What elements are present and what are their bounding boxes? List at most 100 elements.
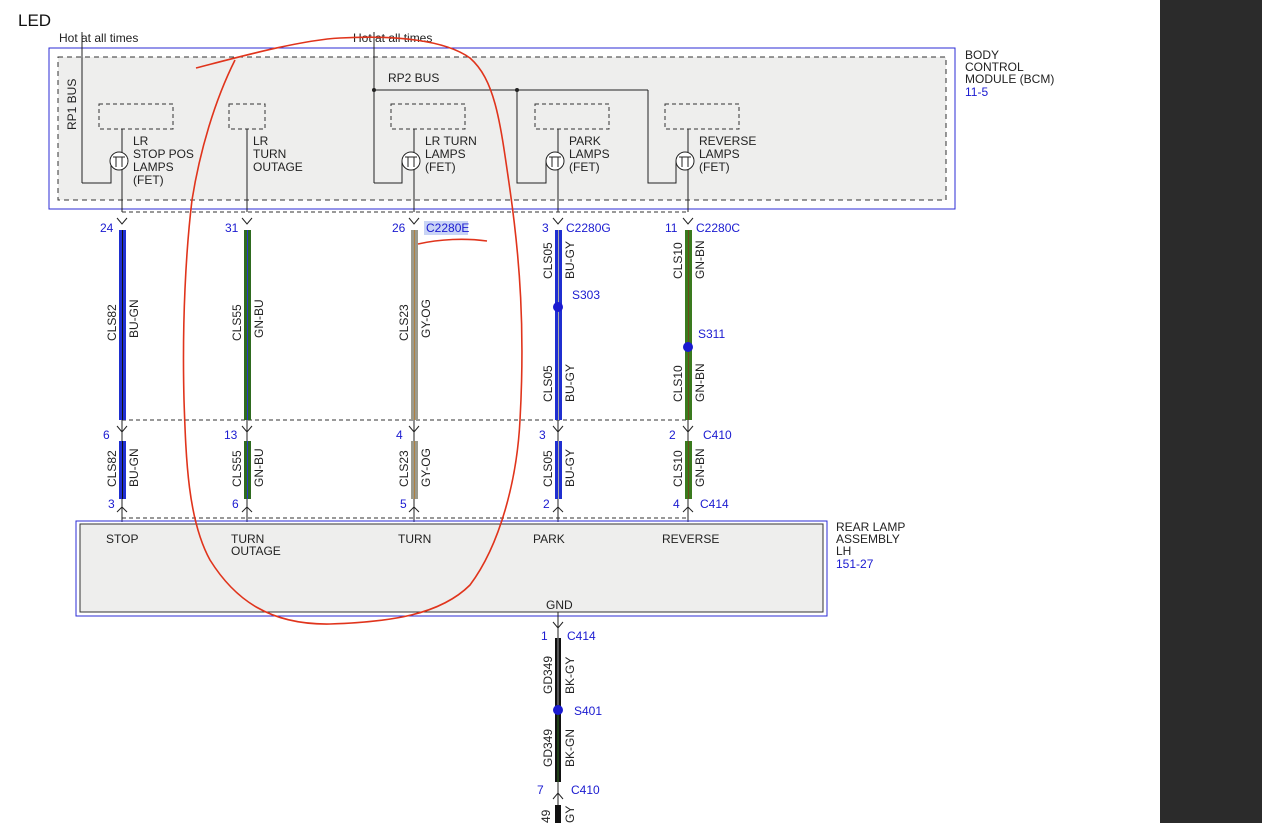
connector-c2280c: C2280C <box>696 221 740 235</box>
pin-top-turn: 26 <box>392 221 406 235</box>
rear-lamp-ref: 151-27 <box>836 557 874 571</box>
connector-highlight <box>424 221 468 235</box>
color-label-stop-lower: BU-GN <box>127 448 141 487</box>
ground-circuit-upper: GD349 <box>541 656 555 694</box>
ground-color-upper: BK-GY <box>563 657 577 694</box>
color-label-stop: BU-GN <box>127 299 141 338</box>
switch-label-turn: LR TURN LAMPS (FET) <box>425 134 480 174</box>
load-label-stop: STOP <box>106 532 138 546</box>
rp2-bus-label: RP2 BUS <box>388 71 439 85</box>
wire-reverse <box>685 230 692 499</box>
circuit-label-turn-lower: CLS23 <box>397 450 411 487</box>
switch-label-outage: LR TURN OUTAGE <box>253 134 303 174</box>
pin-mid-turn: 4 <box>396 428 403 442</box>
load-label-reverse: REVERSE <box>662 532 719 546</box>
connector-c2280g: C2280G <box>566 221 611 235</box>
splice-s303 <box>553 302 563 312</box>
bcm-ref: 11-5 <box>965 85 988 99</box>
annotation-circle <box>182 36 523 625</box>
splice-label-s303: S303 <box>572 288 600 302</box>
bcm-outer-border <box>48 47 956 210</box>
ground-connector-1: C414 <box>567 629 596 643</box>
ground-color-cut: GY <box>563 806 577 823</box>
diagram-title: LED <box>18 11 51 30</box>
color-label-outage-lower: GN-BU <box>252 448 266 487</box>
pin-mid-outage: 13 <box>224 428 238 442</box>
rear-lamp-name: REAR LAMP ASSEMBLY LH <box>836 520 908 558</box>
fet-icon-stop <box>109 151 129 171</box>
color-label-park-lower: BU-GY <box>563 364 577 402</box>
splice-s311 <box>683 342 693 352</box>
pin-top-stop: 24 <box>100 221 114 235</box>
ground-splice-label: S401 <box>574 704 602 718</box>
ground-connector-2: C410 <box>571 783 600 797</box>
ground-pin-1: 1 <box>541 629 548 643</box>
splice-s401 <box>553 705 563 715</box>
color-label-park-bottom: BU-GY <box>563 449 577 487</box>
pin-bot-turn: 5 <box>400 497 407 511</box>
gnd-label: GND <box>546 598 573 612</box>
switch-box-stop <box>98 103 174 130</box>
load-label-turn-outage: TURN OUTAGE <box>231 532 281 558</box>
wire-turn <box>411 230 418 499</box>
circuit-label-reverse-bottom: CLS10 <box>671 450 685 487</box>
switch-box-reverse <box>664 103 740 130</box>
splice-label-s311: S311 <box>698 327 725 341</box>
color-label-reverse-bottom: GN-BN <box>693 448 707 487</box>
connector-c2280e: C2280E <box>426 221 469 235</box>
load-label-turn: TURN <box>398 532 431 546</box>
ground-pin-2: 7 <box>537 783 544 797</box>
ground-circuit-lower: GD349 <box>541 729 555 767</box>
circuit-label-park-lower: CLS05 <box>541 365 555 402</box>
ground-wire <box>552 612 564 823</box>
bcm-inner-box <box>57 56 947 201</box>
fet-icon-park <box>545 151 565 171</box>
color-label-reverse-upper: GN-BN <box>693 240 707 279</box>
color-label-park-upper: BU-GY <box>563 241 577 279</box>
rp2-node-1 <box>372 88 376 92</box>
diagram-sheet: LED Hot at all times Hot at all times BO… <box>0 0 1160 823</box>
rear-lamp-outer-border <box>75 520 828 617</box>
pin-bot-park: 2 <box>543 497 550 511</box>
rp2-feed-turn <box>374 161 403 184</box>
annotation-underline <box>417 238 488 245</box>
circuit-label-reverse-upper: CLS10 <box>671 242 685 279</box>
pin-mid-stop: 6 <box>103 428 110 442</box>
switch-box-park <box>534 103 610 130</box>
pin-mid-park: 3 <box>539 428 546 442</box>
rp2-feed-reverse <box>647 90 677 184</box>
pin-mid-reverse: 2 <box>669 428 676 442</box>
circuit-label-outage: CLS55 <box>230 304 244 341</box>
circuit-label-turn: CLS23 <box>397 304 411 341</box>
switch-label-park: PARK LAMPS (FET) <box>569 134 613 174</box>
wire-stop <box>119 230 126 499</box>
pin-bot-outage: 6 <box>232 497 239 511</box>
pin-bot-stop: 3 <box>108 497 115 511</box>
pin-bot-reverse: 4 <box>673 497 680 511</box>
switch-label-stop: LR STOP POS LAMPS (FET) <box>133 134 197 187</box>
fet-icon-reverse <box>675 151 695 171</box>
color-label-outage: GN-BU <box>252 299 266 338</box>
connector-c414: C414 <box>700 497 729 511</box>
rp1-bus-label: RP1 BUS <box>65 79 79 130</box>
circuit-label-outage-lower: CLS55 <box>230 450 244 487</box>
pin-top-outage: 31 <box>225 221 239 235</box>
wire-turn-outage <box>244 230 251 499</box>
load-label-park: PARK <box>533 532 565 546</box>
wire-park <box>555 230 562 499</box>
rp2-feed-park <box>516 90 547 184</box>
fet-icon-turn <box>401 151 421 171</box>
circuit-label-stop-lower: CLS82 <box>105 450 119 487</box>
circuit-label-park-bottom: CLS05 <box>541 450 555 487</box>
pin-top-park: 3 <box>542 221 549 235</box>
connector-pins <box>116 217 694 522</box>
circuit-label-park-upper: CLS05 <box>541 242 555 279</box>
wiring-diagram: LED Hot at all times Hot at all times BO… <box>18 11 1054 823</box>
pin-top-reverse: 11 <box>665 221 678 235</box>
color-label-turn-lower: GY-OG <box>419 448 433 487</box>
circuit-label-stop: CLS82 <box>105 304 119 341</box>
rear-lamp-box <box>79 523 824 613</box>
rp1-feed <box>82 161 112 184</box>
circuit-label-reverse-lower: CLS10 <box>671 365 685 402</box>
switch-box-turn <box>390 103 466 130</box>
